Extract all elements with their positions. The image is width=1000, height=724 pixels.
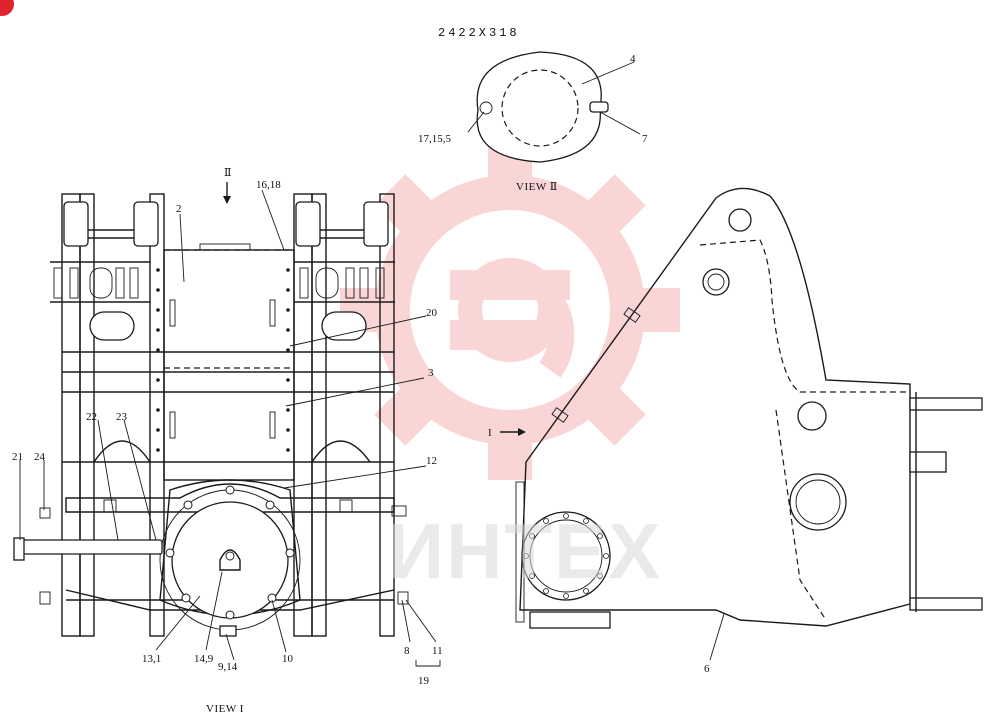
callout-21: 21	[12, 451, 23, 463]
view-2-drawing	[476, 51, 609, 163]
view-1-drawing	[13, 182, 409, 637]
callout-4: 4	[630, 53, 636, 65]
callout-8: 8	[404, 645, 410, 657]
callout-14-9: 14,9	[194, 653, 214, 665]
watermark-text: ИНТЕХ	[388, 507, 662, 595]
view-2-caption: VIEW Ⅱ	[516, 181, 558, 193]
callout-20: 20	[426, 307, 438, 319]
callout-6: 6	[704, 663, 710, 675]
callout-10: 10	[282, 653, 294, 665]
callout-22: 22	[86, 411, 97, 423]
callout-12: 12	[426, 455, 437, 467]
side-view-drawing	[500, 187, 983, 629]
leader-lines	[19, 61, 725, 667]
view-1-caption: VIEW I	[206, 703, 244, 715]
view-1-direction-arrow-label: I	[488, 427, 492, 439]
callout-19: 19	[418, 675, 430, 687]
callout-3: 3	[428, 367, 434, 379]
callout-16-18: 16,18	[256, 179, 281, 191]
callout-2: 2	[176, 203, 182, 215]
corner-marker	[0, 0, 14, 16]
callout-13-1: 13,1	[142, 653, 161, 665]
callout-24: 24	[34, 451, 46, 463]
callout-7: 7	[642, 133, 648, 145]
drawing-code: 2422X318	[438, 26, 520, 40]
callout-17-15-5: 17,15,5	[418, 133, 452, 145]
callout-11: 11	[432, 645, 443, 657]
watermark-gear-logo	[340, 140, 680, 480]
view-2-direction-arrow-label: Ⅱ	[224, 167, 231, 179]
callout-23: 23	[116, 411, 128, 423]
callout-9-14: 9,14	[218, 661, 238, 673]
